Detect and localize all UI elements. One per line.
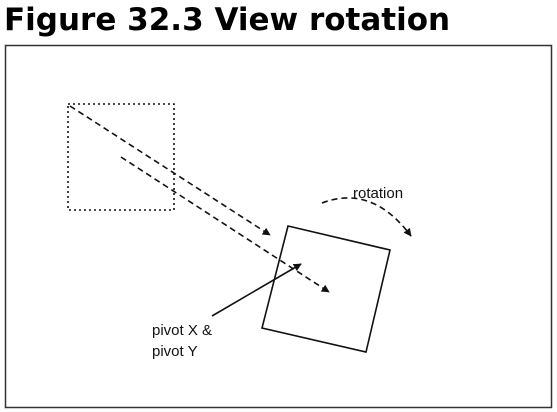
rotated-view-square: [261, 225, 391, 353]
rotation-label: rotation: [353, 185, 403, 202]
translation-arrow: [69, 105, 271, 236]
figure-title: Figure 32.3 View rotation: [4, 2, 451, 38]
pivot-label-line1: pivot X &: [152, 322, 212, 339]
pivot-label-line2: pivot Y: [152, 343, 198, 360]
rotation-arrow: [321, 197, 412, 237]
pivot-pointer-arrow: [211, 263, 302, 317]
original-view-square: [67, 103, 175, 211]
center-to-pivot-arrow: [120, 156, 330, 293]
diagram-frame: [4, 44, 553, 409]
